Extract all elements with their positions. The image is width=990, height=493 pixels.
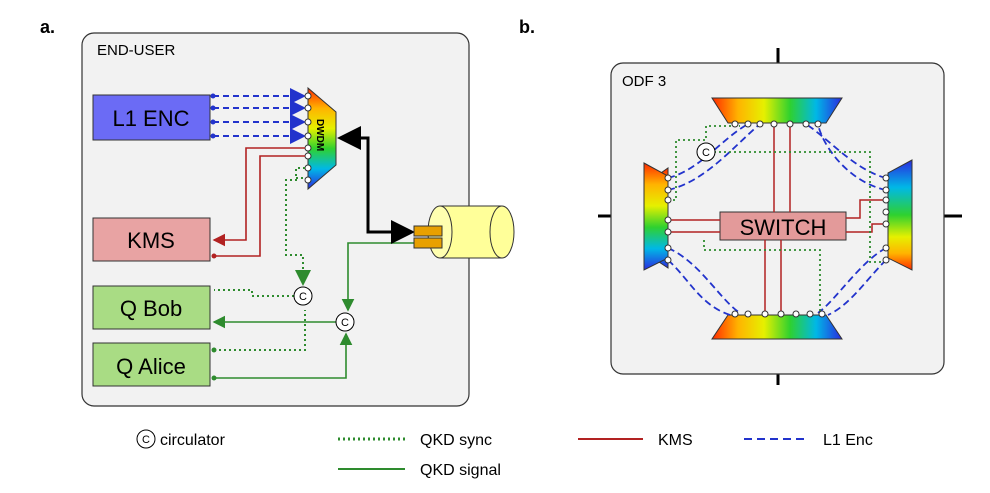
qkd-sync-links-a	[214, 167, 311, 351]
qkd-sync-links-b	[668, 125, 886, 313]
q-alice-label: Q Alice	[116, 354, 186, 379]
circulator-icon: C	[335, 312, 355, 332]
trunk-fiber-link	[337, 126, 415, 244]
fiber-connector	[413, 205, 515, 259]
q-bob-box	[92, 285, 211, 330]
legend-l1-enc: L1 Enc	[823, 432, 873, 449]
legend-qkd-sync: QKD sync	[420, 432, 492, 449]
dwdm-label: DWDM	[314, 119, 325, 151]
legend-circulator: circulator	[160, 432, 226, 449]
legend-kms: KMS	[658, 432, 693, 449]
kms-links	[212, 147, 305, 257]
panel-b-label: b.	[519, 17, 535, 37]
circulator-icon: C	[136, 429, 156, 449]
mux-bottom	[711, 314, 843, 340]
kms-label: KMS	[127, 228, 175, 253]
svg-text:C: C	[702, 147, 710, 159]
svg-text:C: C	[341, 317, 349, 329]
svg-text:C: C	[299, 291, 307, 303]
legend-qkd-signal: QKD signal	[420, 462, 501, 479]
kms-box	[92, 217, 211, 262]
panel-a-label: a.	[40, 17, 55, 37]
switch-box	[719, 211, 847, 241]
mux-top	[711, 97, 843, 124]
l1-enc-links	[213, 88, 306, 144]
svg-text:C: C	[142, 434, 150, 446]
end-user-title: END-USER	[97, 42, 176, 59]
circulator-icon: C	[293, 286, 313, 306]
dwdm-ports	[304, 92, 312, 184]
l1-enc-label: L1 ENC	[112, 106, 189, 131]
l1-enc-box	[92, 94, 211, 141]
mux-right	[887, 159, 913, 271]
kms-links-b	[668, 124, 886, 313]
legend: C circulator QKD sync QKD signal KMS L1 …	[136, 429, 873, 479]
switch-label: SWITCH	[740, 215, 827, 240]
mux-left-body	[643, 162, 669, 271]
odf-title: ODF 3	[622, 73, 666, 90]
circulator-icon: C	[696, 142, 716, 162]
mux-ports	[664, 120, 890, 318]
q-alice-box	[92, 342, 211, 387]
q-bob-label: Q Bob	[120, 296, 182, 321]
